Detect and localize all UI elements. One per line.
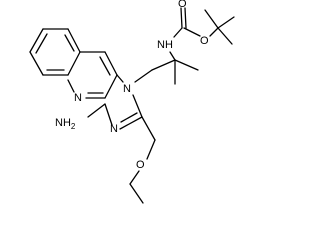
bond bbox=[169, 51, 176, 61]
bond bbox=[119, 116, 143, 130]
bond bbox=[104, 51, 118, 76]
bond bbox=[64, 34, 75, 52]
bond bbox=[217, 16, 235, 29]
bond bbox=[146, 139, 156, 160]
quinoline-nitrogen-label: N bbox=[74, 92, 82, 104]
bond bbox=[174, 59, 199, 71]
bond bbox=[116, 74, 124, 83]
molecule-structure: NH O O N N N NH2 O bbox=[29, 0, 235, 204]
amino-label: NH2 bbox=[55, 117, 76, 131]
bond bbox=[35, 33, 48, 54]
bond bbox=[29, 28, 44, 53]
bond bbox=[67, 51, 81, 76]
imidazole-nitrogen-label: N bbox=[110, 123, 118, 135]
bond bbox=[132, 94, 143, 118]
bond bbox=[183, 27, 201, 37]
bond bbox=[29, 51, 44, 76]
bond bbox=[67, 28, 81, 53]
ester-oxygen-label: O bbox=[200, 35, 209, 47]
bond bbox=[184, 7, 187, 29]
bond bbox=[120, 112, 138, 123]
bond bbox=[180, 7, 183, 29]
bond bbox=[209, 27, 219, 37]
nh-label: NH bbox=[157, 39, 173, 51]
bond bbox=[87, 103, 106, 118]
carbonyl-oxygen-label: O bbox=[178, 0, 187, 10]
ether-oxygen-label: O bbox=[136, 159, 145, 171]
bond bbox=[173, 27, 183, 38]
imidazole-ring-nitrogen-label: N bbox=[123, 83, 131, 95]
bond bbox=[141, 116, 156, 141]
bond bbox=[204, 9, 219, 29]
bond bbox=[129, 170, 140, 185]
bonds bbox=[29, 7, 235, 204]
bond bbox=[129, 183, 144, 204]
bond bbox=[104, 103, 113, 126]
atom-labels: NH O O N N N NH2 O bbox=[55, 0, 209, 171]
bond bbox=[134, 69, 153, 83]
amino-subscript: 2 bbox=[71, 122, 76, 131]
bond bbox=[67, 79, 75, 93]
bond bbox=[217, 27, 233, 45]
bond bbox=[151, 59, 176, 71]
bond bbox=[99, 56, 111, 76]
bond bbox=[104, 74, 118, 99]
